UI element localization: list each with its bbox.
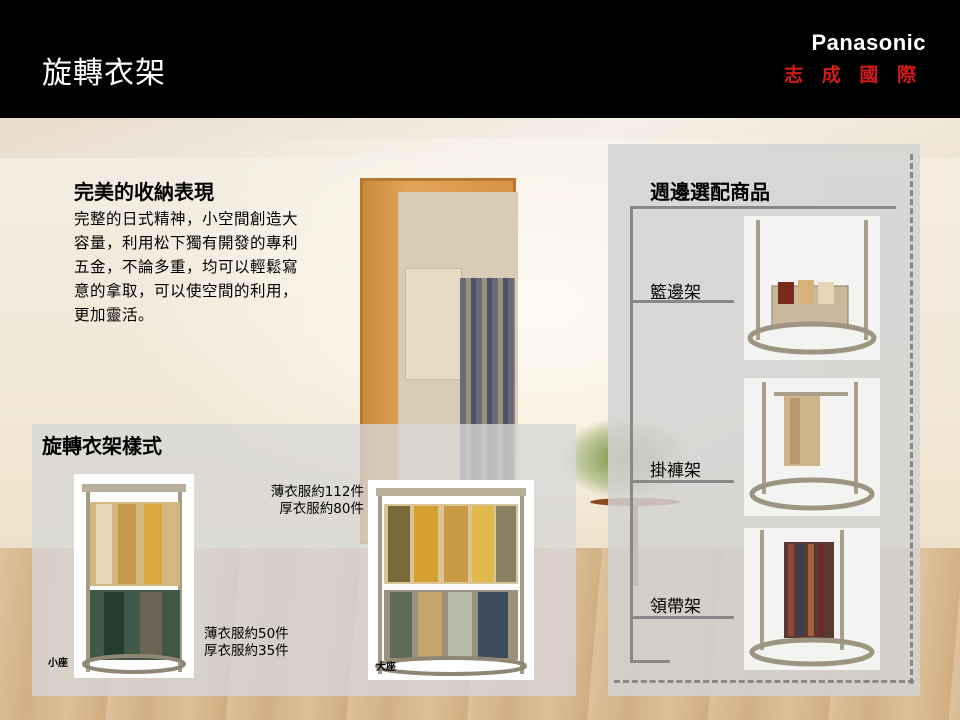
intro-line: 意的拿取，可以使空間的利用， [74,282,299,300]
intro-body: 完整的日式精神，小空間創造大 容量，利用松下獨有開發的專利 五金，不論多重，均可… [74,207,404,327]
dashed-divider-vertical [910,154,913,684]
trouser-rack-photo [744,378,880,516]
basket-rack-photo [744,216,880,360]
small-rack-illustration [82,484,186,674]
dashed-divider-horizontal [614,680,914,683]
intro-line: 容量，利用松下獨有開發的專利 [74,234,299,252]
large-rack-capacity: 薄衣服約112件 厚衣服約80件 [232,484,364,518]
tie-rack-illustration [749,530,875,667]
connector-line-top [630,206,896,209]
large-rack-capacity-thin: 薄衣服約112件 [270,484,364,500]
large-rack-capacity-thick: 厚衣服約80件 [279,501,364,517]
large-rack-label: 大座 [376,662,396,673]
large-rack-illustration [375,488,527,676]
accessory-label-basket: 籃邊架 [650,283,701,303]
intro-heading: 完美的收納表現 [74,180,214,204]
small-rack-capacity-thin: 薄衣服約50件 [204,626,289,642]
styles-panel-title: 旋轉衣架樣式 [42,434,162,458]
accessory-label-trouser: 掛褲架 [650,461,701,481]
connector-line-item [630,480,734,483]
connector-line-bottom [630,660,670,663]
trouser-rack-illustration [749,382,875,511]
intro-line: 五金，不論多重，均可以輕鬆寫 [74,258,299,276]
connector-line-item [630,616,734,619]
basket-rack-illustration [747,220,877,355]
small-rack-label: 小座 [48,658,68,669]
intro-text-block: 完美的收納表現 完整的日式精神，小空間創造大 容量，利用松下獨有開發的專利 五金… [74,176,404,327]
large-rack-photo [368,480,534,680]
small-rack-capacity-thick: 厚衣服約35件 [204,643,289,659]
small-rack-capacity: 薄衣服約50件 厚衣服約35件 [204,626,289,660]
connector-line-item [630,300,734,303]
intro-line: 完整的日式精神，小空間創造大 [74,210,299,228]
tie-rack-photo [744,528,880,670]
accessory-label-tie: 領帶架 [650,597,701,617]
accessories-panel-title: 週邊選配商品 [650,180,770,204]
connector-line-vertical [630,207,633,662]
brand-subtitle: 志 成 國 際 [784,64,922,86]
intro-line: 更加靈活。 [74,306,155,324]
header-bar: 旋轉衣架 Panasonic 志 成 國 際 [0,0,960,118]
hanging-jacket [405,268,462,380]
page-title: 旋轉衣架 [42,56,166,91]
small-rack-photo [74,474,194,678]
brand-logo: Panasonic [811,30,926,55]
